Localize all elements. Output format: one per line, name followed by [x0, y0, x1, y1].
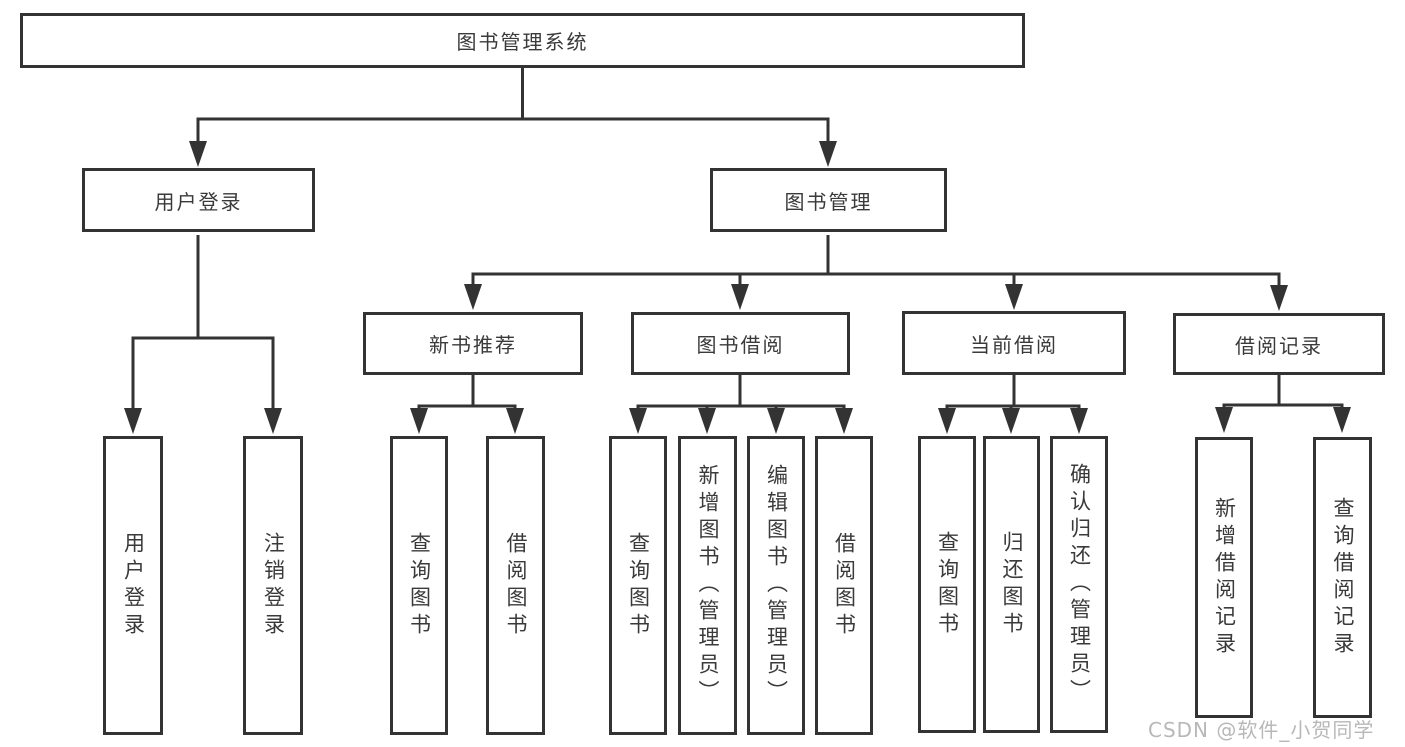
leaf-newbooks-query-label: 查询图书	[407, 531, 432, 640]
leaf-currentborrow-return: 归还图书	[983, 436, 1040, 733]
arrow-down-icon	[410, 408, 428, 434]
arrow-down-icon	[1005, 284, 1023, 310]
node-user-login-label: 用户登录	[154, 189, 243, 214]
leaf-records-add: 新增借阅记录	[1195, 437, 1253, 718]
leaf-bookborrow-edit: 编辑图书（管理员）	[747, 436, 805, 735]
edge-bookmgmt-split	[471, 272, 1281, 290]
node-root: 图书管理系统	[20, 13, 1025, 68]
leaf-currentborrow-confirm-label: 确认归还（管理员）	[1067, 463, 1092, 706]
leaf-currentborrow-query-label: 查询图书	[935, 530, 960, 639]
leaf-newbooks-query: 查询图书	[390, 436, 448, 735]
node-root-label: 图书管理系统	[456, 30, 589, 54]
leaf-logout-label: 注销登录	[261, 531, 286, 640]
leaf-bookborrow-borrow: 借阅图书	[815, 436, 873, 735]
edge-root-split	[196, 117, 830, 146]
arrow-down-icon	[819, 141, 837, 167]
arrow-down-icon	[938, 408, 956, 434]
arrow-down-icon	[264, 408, 282, 434]
arrow-down-icon	[1002, 408, 1020, 434]
arrow-down-icon	[1333, 407, 1351, 433]
arrow-down-icon	[189, 141, 207, 167]
node-book-management: 图书管理	[710, 168, 947, 232]
node-book-borrow-label: 图书借阅	[696, 333, 785, 357]
leaf-user-login: 用户登录	[103, 436, 163, 735]
leaf-bookborrow-add-label: 新增图书（管理员）	[696, 464, 720, 707]
node-borrow-records-label: 借阅记录	[1235, 333, 1323, 358]
leaf-bookborrow-query-label: 查询图书	[626, 531, 651, 640]
leaf-newbooks-borrow: 借阅图书	[486, 436, 545, 735]
node-borrow-records: 借阅记录	[1173, 313, 1385, 375]
arrow-down-icon	[731, 284, 749, 310]
leaf-bookborrow-query: 查询图书	[609, 436, 667, 735]
leaf-records-query-label: 查询借阅记录	[1331, 496, 1355, 659]
node-new-book-recommend: 新书推荐	[363, 312, 583, 375]
leaf-logout: 注销登录	[243, 436, 303, 735]
leaf-currentborrow-confirm: 确认归还（管理员）	[1050, 436, 1108, 733]
leaf-bookborrow-edit-label: 编辑图书（管理员）	[764, 464, 789, 707]
arrow-down-icon	[506, 408, 524, 434]
leaf-bookborrow-borrow-label: 借阅图书	[832, 531, 857, 640]
edge-records-split	[1222, 403, 1344, 412]
arrow-down-icon	[835, 408, 853, 434]
edge-newbooks-split	[417, 404, 517, 414]
arrow-down-icon	[1270, 285, 1288, 311]
node-book-management-label: 图书管理	[784, 189, 873, 214]
leaf-records-add-label: 新增借阅记录	[1212, 496, 1237, 659]
edge-currentborrow-split	[945, 404, 1081, 414]
leaf-user-login-label: 用户登录	[121, 531, 146, 640]
node-new-book-recommend-label: 新书推荐	[429, 333, 517, 357]
leaf-currentborrow-return-label: 归还图书	[1000, 530, 1024, 639]
edge-bookborrow-split	[636, 404, 846, 414]
arrow-down-icon	[1215, 407, 1233, 433]
arrow-down-icon	[698, 408, 716, 434]
arrow-down-icon	[767, 408, 785, 434]
arrow-down-icon	[1070, 408, 1088, 434]
leaf-bookborrow-add: 新增图书（管理员）	[678, 436, 737, 735]
watermark: CSDN @软件_小贺同学	[1148, 718, 1375, 742]
leaf-newbooks-borrow-label: 借阅图书	[504, 531, 528, 640]
leaf-records-query: 查询借阅记录	[1313, 437, 1372, 718]
node-book-borrow: 图书借阅	[631, 312, 850, 375]
arrow-down-icon	[124, 408, 142, 434]
node-current-borrow-label: 当前借阅	[970, 332, 1058, 357]
leaf-currentborrow-query: 查询图书	[918, 436, 976, 733]
node-current-borrow: 当前借阅	[902, 311, 1126, 375]
arrow-down-icon	[464, 284, 482, 310]
node-user-login: 用户登录	[82, 168, 315, 232]
arrow-down-icon	[629, 408, 647, 434]
edge-userlogin-split	[131, 336, 275, 412]
